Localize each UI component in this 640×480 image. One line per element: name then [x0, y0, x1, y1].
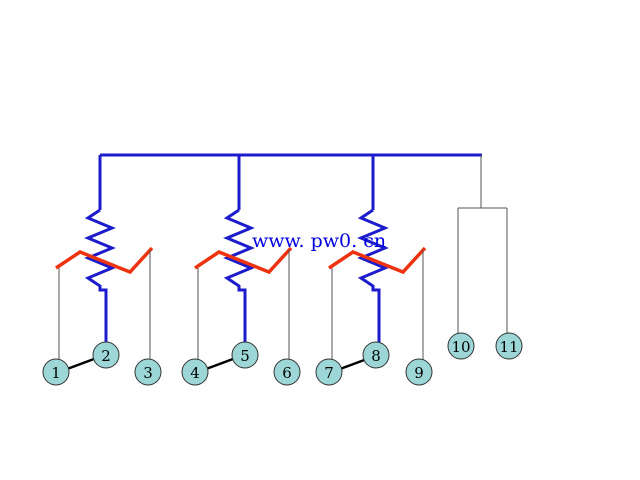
pin-7: 7 [315, 358, 343, 386]
svg-text:1: 1 [51, 364, 61, 382]
pin-2: 2 [92, 341, 120, 369]
svg-text:7: 7 [324, 364, 334, 382]
pin-9: 9 [405, 358, 433, 386]
pin-4: 4 [181, 358, 209, 386]
pin-5: 5 [231, 341, 259, 369]
wiper-2 [194, 246, 293, 275]
resistor-zigzag-2 [223, 208, 255, 345]
svg-text:5: 5 [240, 347, 250, 365]
pin-11: 11 [495, 332, 523, 360]
pin-6: 6 [273, 358, 301, 386]
wiper-1 [55, 246, 154, 275]
potentiometer-1 [55, 208, 154, 360]
resistor-zigzag-3 [357, 208, 389, 345]
pin-8: 8 [362, 341, 390, 369]
svg-text:10: 10 [451, 338, 470, 356]
svg-text:3: 3 [143, 364, 153, 382]
svg-text:11: 11 [499, 338, 518, 356]
svg-text:2: 2 [101, 347, 111, 365]
wiper-3 [328, 246, 427, 275]
svg-text:9: 9 [414, 364, 424, 382]
pin-1: 1 [42, 358, 70, 386]
potentiometer-2 [194, 208, 293, 360]
pin-10: 10 [447, 332, 475, 360]
potentiometer-3 [328, 208, 427, 360]
svg-text:6: 6 [282, 364, 292, 382]
svg-text:4: 4 [190, 364, 200, 382]
watermark-text: www. pw0. cn [252, 230, 386, 252]
svg-text:8: 8 [371, 347, 381, 365]
common-bus [98, 153, 508, 333]
pin-3: 3 [134, 358, 162, 386]
resistor-zigzag-1 [84, 208, 116, 345]
